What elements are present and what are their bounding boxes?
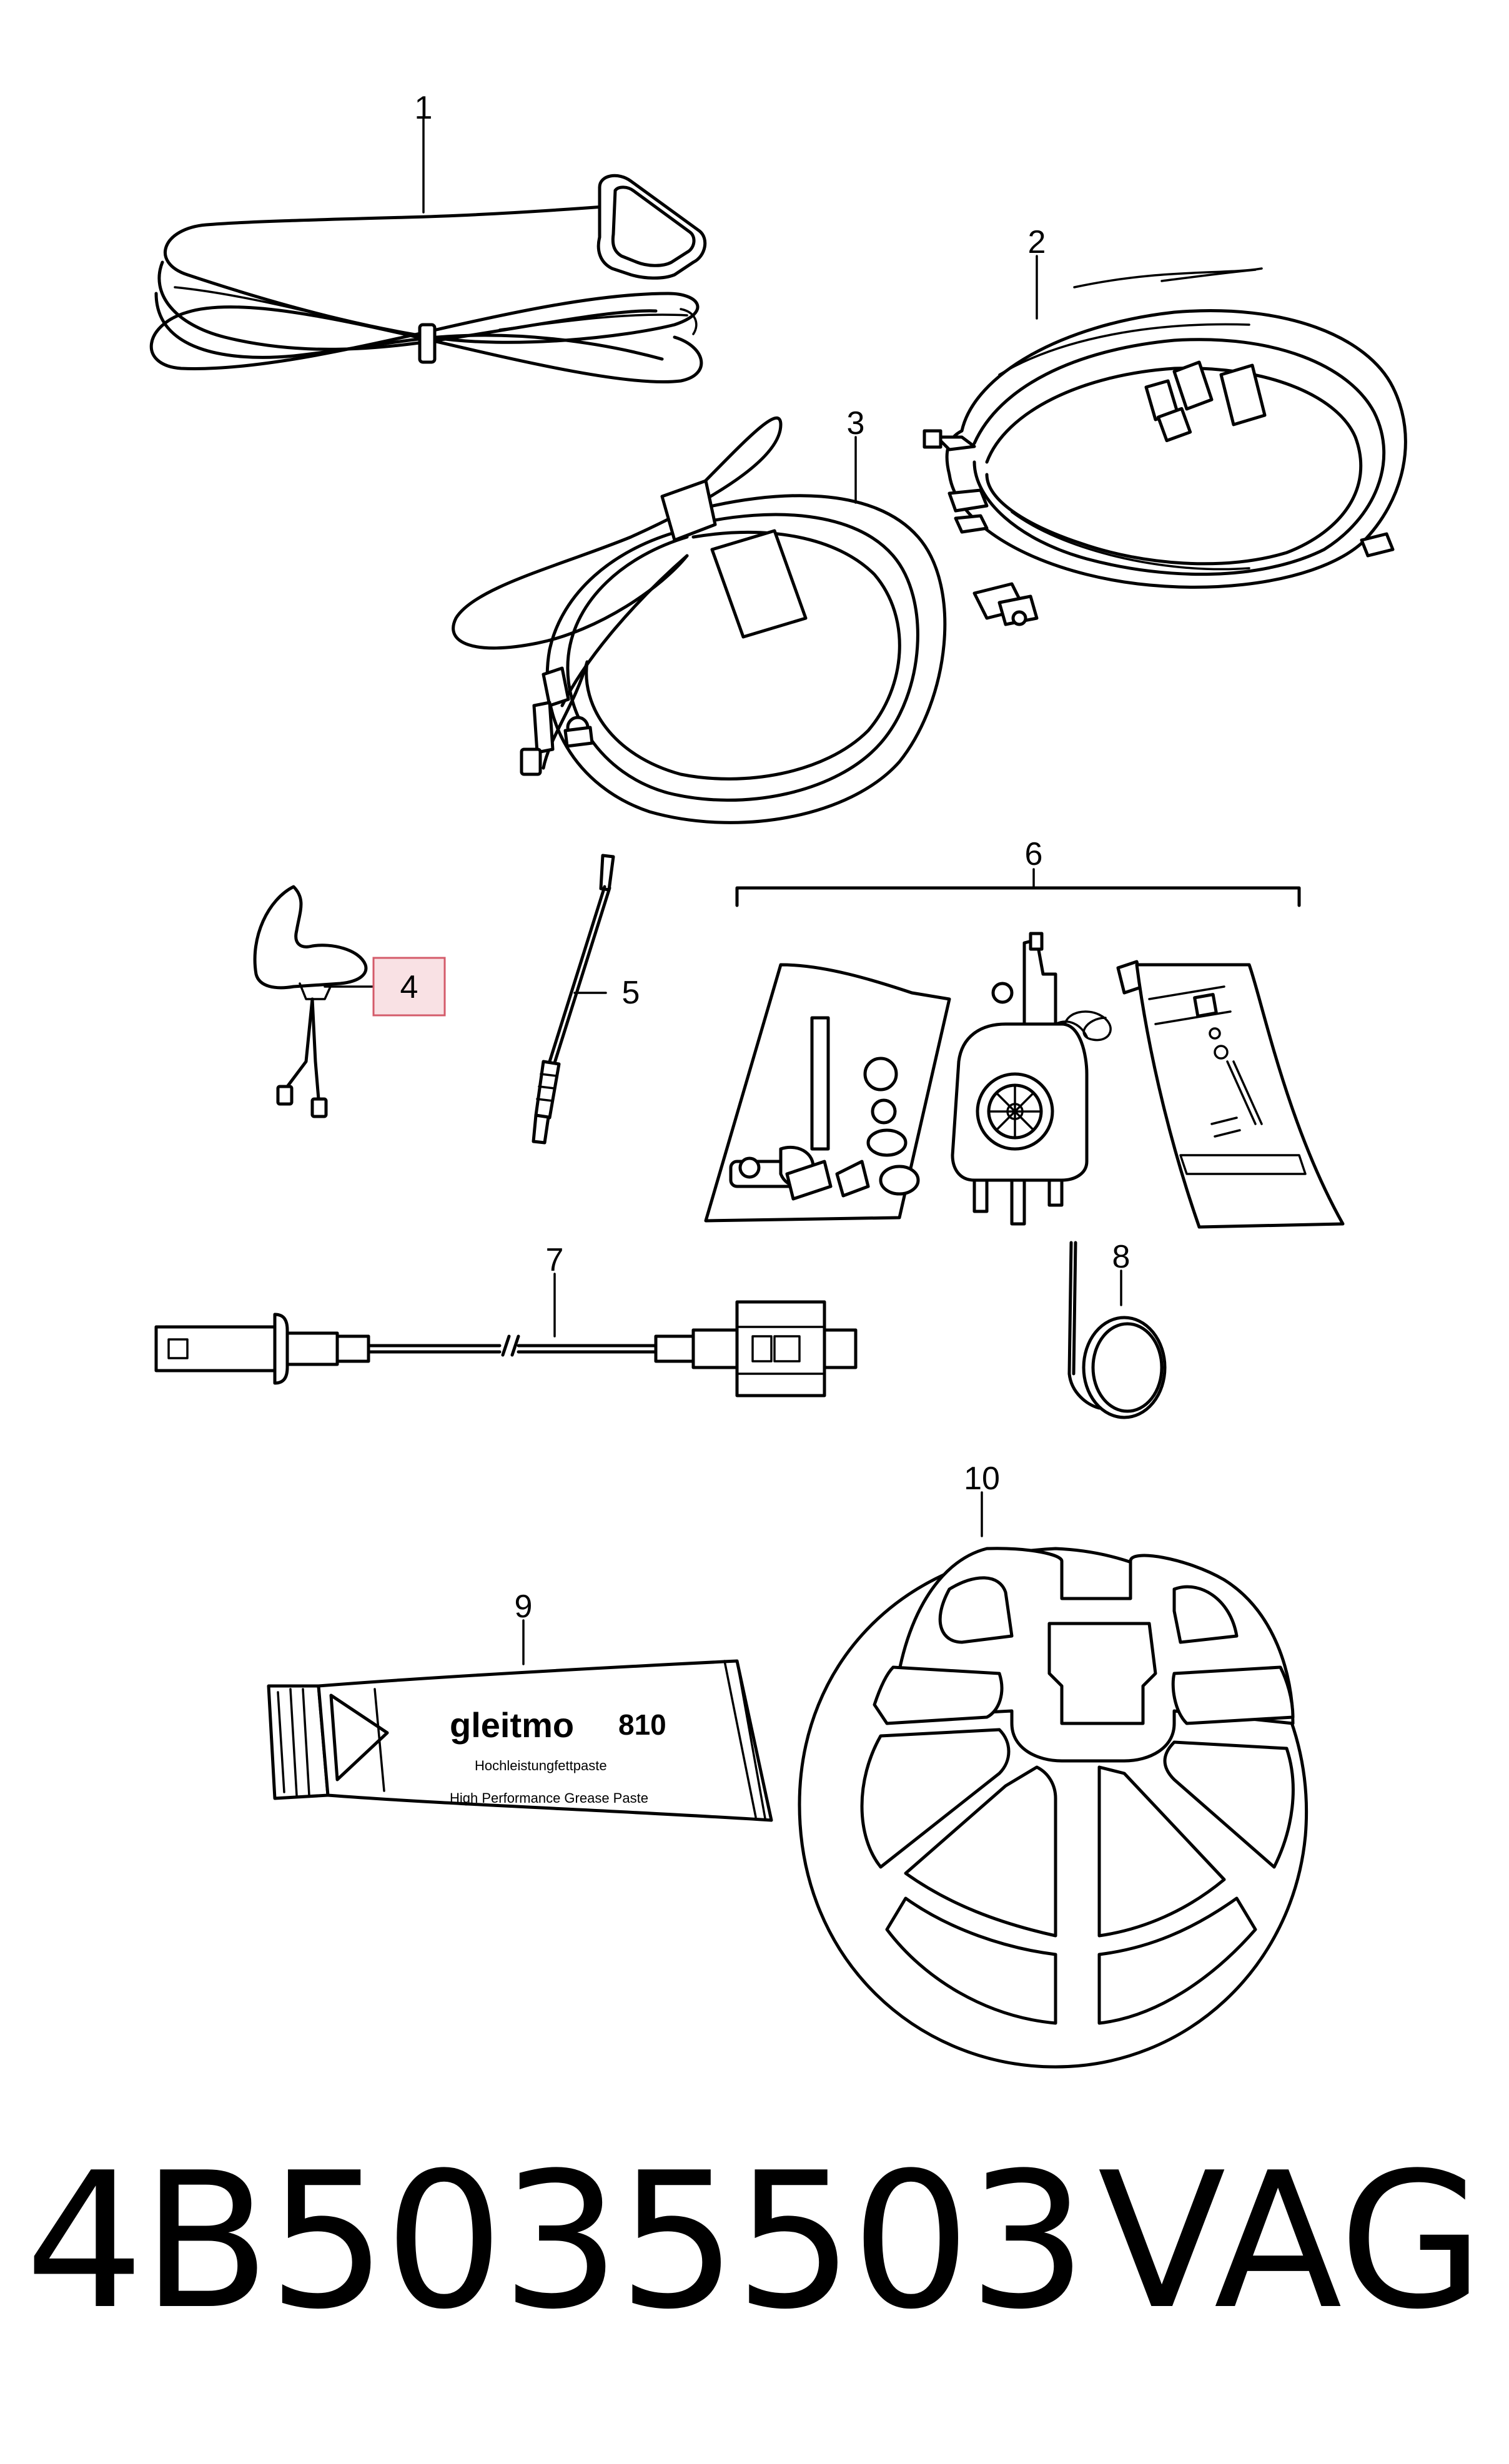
callout-9: 9	[515, 1589, 533, 1625]
callout-6: 6	[1025, 836, 1043, 872]
callout-4-highlight	[372, 957, 446, 1017]
part-9-grease-tube: gleitmo 810 Hochleistungfettpaste High P…	[267, 1619, 773, 1822]
callout-labels: 1 2 3 4 5 6 7 8 9 10	[400, 90, 1131, 1625]
grease-line-2: High Performance Grease Paste	[450, 1790, 648, 1806]
part-7-extension-cable	[154, 1273, 858, 1397]
part-10-round-spacer	[798, 1491, 1308, 2069]
part-5-antenna-mast	[532, 854, 615, 1145]
part-2-wiring-harness	[923, 255, 1407, 626]
callout-2: 2	[1028, 224, 1046, 260]
part-number-text: 4B5035503	[25, 2132, 1087, 2350]
cable-tie-icon	[418, 323, 437, 364]
callout-5: 5	[622, 975, 640, 1011]
callout-1: 1	[415, 90, 433, 126]
callout-8: 8	[1112, 1239, 1131, 1275]
part-6-motor-antenna-kit	[704, 868, 1345, 1229]
part-8-wire-coil	[1067, 1241, 1167, 1419]
part-1-gps-antenna	[149, 117, 707, 384]
grease-brand: gleitmo	[450, 1705, 574, 1745]
part-3-coiled-antenna-cable	[452, 416, 947, 824]
callout-4: 4	[400, 969, 418, 1005]
callout-3: 3	[847, 405, 865, 441]
part-4-roof-antenna	[253, 885, 446, 1118]
brand-text: VAG	[1097, 2132, 1484, 2350]
grease-number: 810	[618, 1708, 666, 1741]
callout-10: 10	[964, 1461, 1000, 1497]
grease-line-1: Hochleistungfettpaste	[475, 1758, 607, 1773]
callout-7: 7	[546, 1242, 564, 1278]
